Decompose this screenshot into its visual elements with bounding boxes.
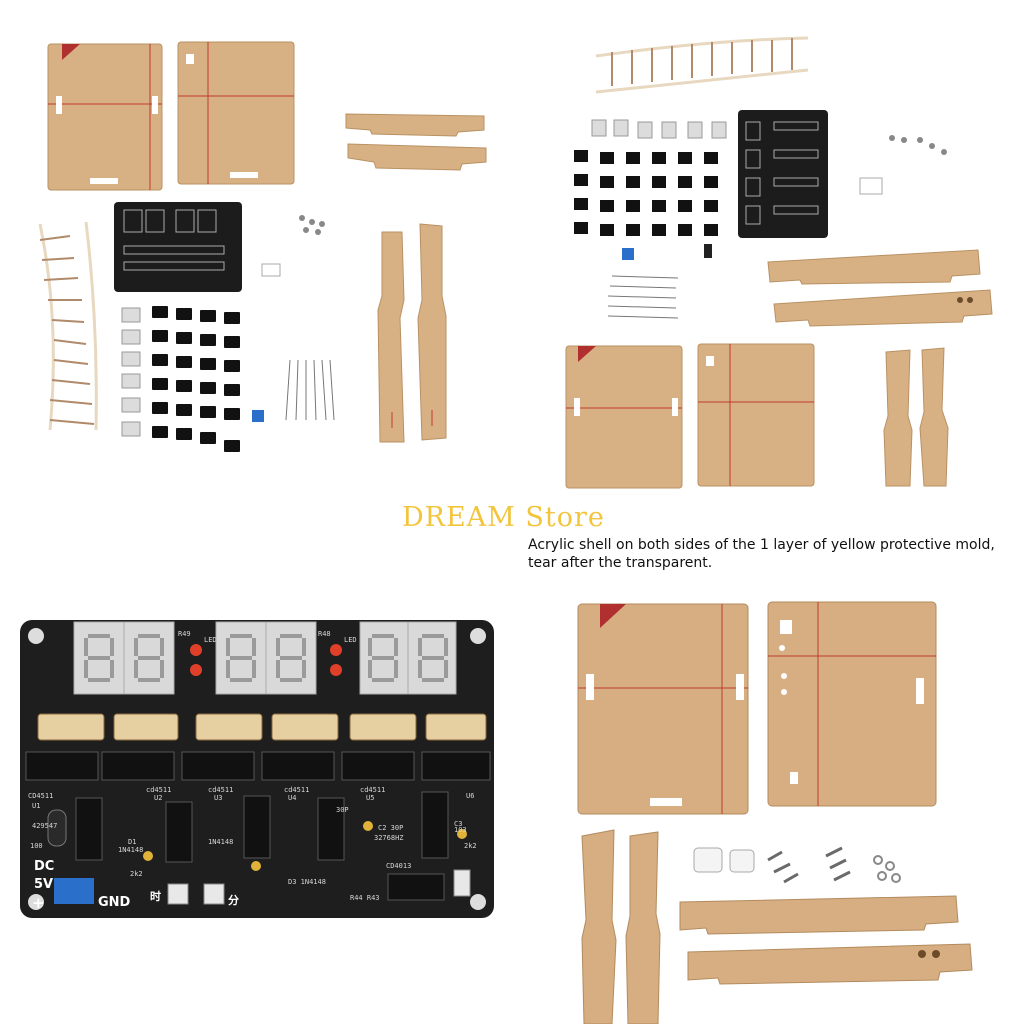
push-button: [167, 883, 225, 905]
connector: [693, 847, 723, 873]
seven-segment-display: [73, 621, 457, 695]
svg-text:100: 100: [30, 842, 43, 850]
nuts: [873, 855, 901, 883]
svg-text:U5: U5: [366, 794, 374, 802]
svg-text:CD4511: CD4511: [28, 792, 53, 800]
acrylic-side-strip-vertical: [883, 347, 949, 487]
led: [190, 644, 342, 676]
svg-text:429547: 429547: [32, 822, 57, 830]
kit-photo-top-left: [0, 0, 512, 500]
svg-text:30P: 30P: [336, 806, 349, 814]
acrylic-top-plate: [697, 343, 815, 487]
ceramic-capacitor: [143, 821, 467, 871]
svg-text:+: +: [32, 894, 45, 912]
svg-text:1N4148: 1N4148: [118, 846, 143, 854]
acrylic-base-plate: [47, 43, 163, 191]
svg-text:U4: U4: [288, 794, 296, 802]
svg-text:U3: U3: [214, 794, 222, 802]
potentiometer: [252, 410, 264, 422]
svg-text:R48: R48: [318, 630, 331, 638]
svg-text:LED: LED: [344, 636, 357, 644]
svg-text:LED: LED: [204, 636, 217, 644]
svg-text:U6: U6: [466, 792, 474, 800]
svg-text:1N4148: 1N4148: [208, 838, 233, 846]
acrylic-note-line2: tear after the transparent.: [528, 555, 713, 571]
connector: [859, 177, 883, 195]
pcb-small: [738, 110, 828, 238]
svg-text:cd4511: cd4511: [360, 786, 385, 794]
connector: [729, 849, 755, 873]
svg-text:U2: U2: [154, 794, 162, 802]
svg-text:GND: GND: [98, 895, 131, 910]
seven-segment-displays: [121, 307, 141, 437]
svg-text:32768HZ: 32768HZ: [374, 834, 404, 842]
svg-text:2k2: 2k2: [464, 842, 477, 850]
ic-chips: [152, 306, 240, 452]
capacitor-electrolytic: [47, 809, 67, 847]
acrylic-top-plate: [177, 41, 295, 185]
dc-power-terminal: [54, 878, 94, 904]
acrylic-note-line1: Acrylic shell on both sides of the 1 lay…: [528, 537, 995, 553]
slide-switch: [453, 869, 471, 897]
svg-text:DC: DC: [34, 859, 54, 874]
svg-text:103: 103: [454, 826, 467, 834]
svg-text:D3 1N4148: D3 1N4148: [288, 878, 326, 886]
acrylic-parts-photo: [512, 590, 1024, 1024]
svg-text:分: 分: [228, 893, 239, 907]
svg-text:D1: D1: [128, 838, 136, 846]
svg-text:2k2: 2k2: [130, 870, 143, 878]
resistor-tape: [38, 221, 98, 431]
acrylic-side-strip-vertical: [581, 829, 661, 1024]
svg-text:U1: U1: [32, 802, 40, 810]
acrylic-side-strip-horizontal: [767, 249, 993, 327]
ic-chips: [574, 150, 718, 236]
svg-text:CD4013: CD4013: [386, 862, 411, 870]
svg-text:5V: 5V: [34, 877, 53, 892]
pcb-small: [114, 202, 242, 292]
seven-segment-displays: [591, 119, 727, 139]
acrylic-base-plate: [577, 603, 749, 815]
svg-text:R49: R49: [178, 630, 191, 638]
acrylic-base-plate: [565, 345, 683, 489]
svg-text:时: 时: [150, 889, 161, 903]
svg-text:C2 30P: C2 30P: [378, 824, 403, 832]
capacitor: [704, 244, 712, 258]
acrylic-side-strip-vertical: [377, 223, 447, 443]
kit-photo-top-right: [512, 0, 1024, 500]
resistor-row: [37, 713, 487, 741]
acrylic-side-strip-horizontal: [679, 895, 973, 985]
ic-row-cd4511: [25, 751, 491, 781]
acrylic-note: Acrylic shell on both sides of the 1 lay…: [528, 536, 995, 572]
acrylic-side-strip-horizontal: [345, 113, 487, 171]
resistor-tape: [595, 36, 809, 94]
svg-text:cd4511: cd4511: [284, 786, 309, 794]
svg-text:C3: C3: [454, 820, 462, 828]
ic-chip: [75, 791, 449, 901]
svg-text:cd4511: cd4511: [208, 786, 233, 794]
store-watermark: DREAM Store: [402, 502, 605, 533]
screws: [767, 846, 851, 884]
acrylic-top-plate: [767, 601, 937, 807]
connector: [261, 263, 281, 277]
potentiometer: [622, 248, 634, 260]
svg-text:R44 R43: R44 R43: [350, 894, 380, 902]
svg-text:cd4511: cd4511: [146, 786, 171, 794]
